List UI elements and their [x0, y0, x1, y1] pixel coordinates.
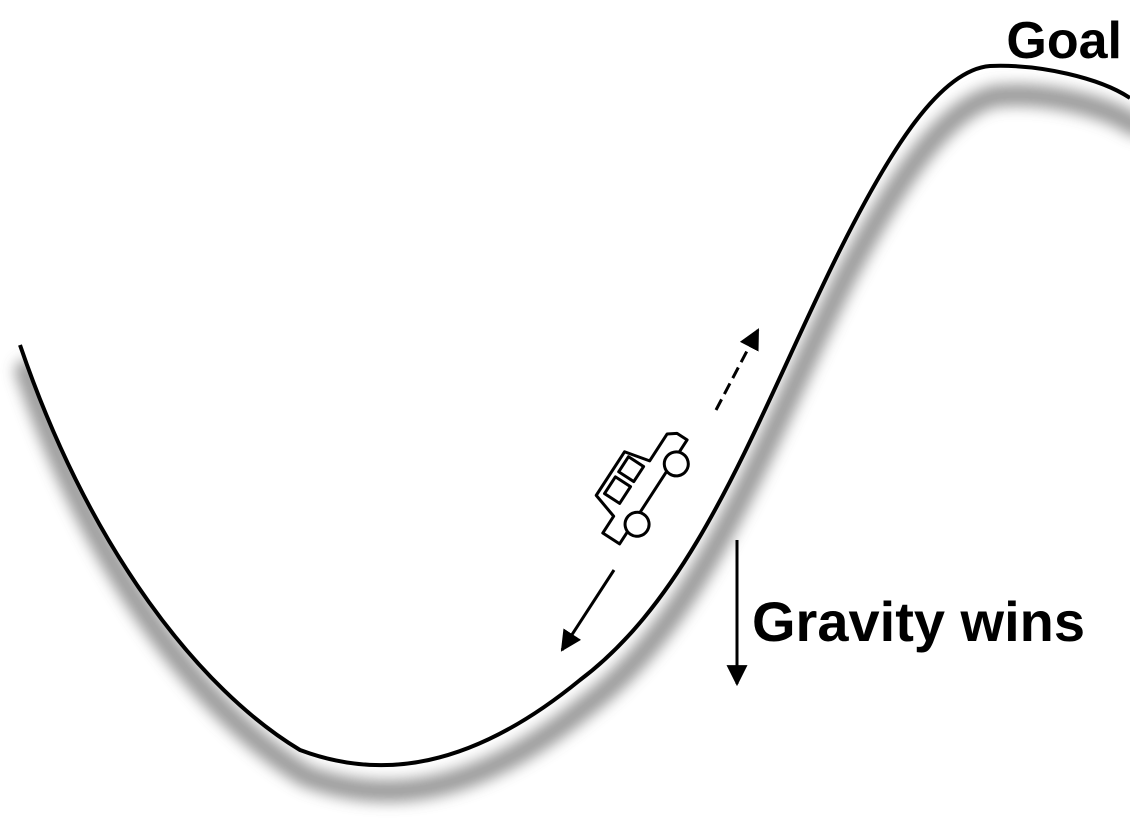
gravity-label: Gravity wins: [752, 590, 1085, 653]
goal-label: Goal: [1006, 12, 1122, 70]
